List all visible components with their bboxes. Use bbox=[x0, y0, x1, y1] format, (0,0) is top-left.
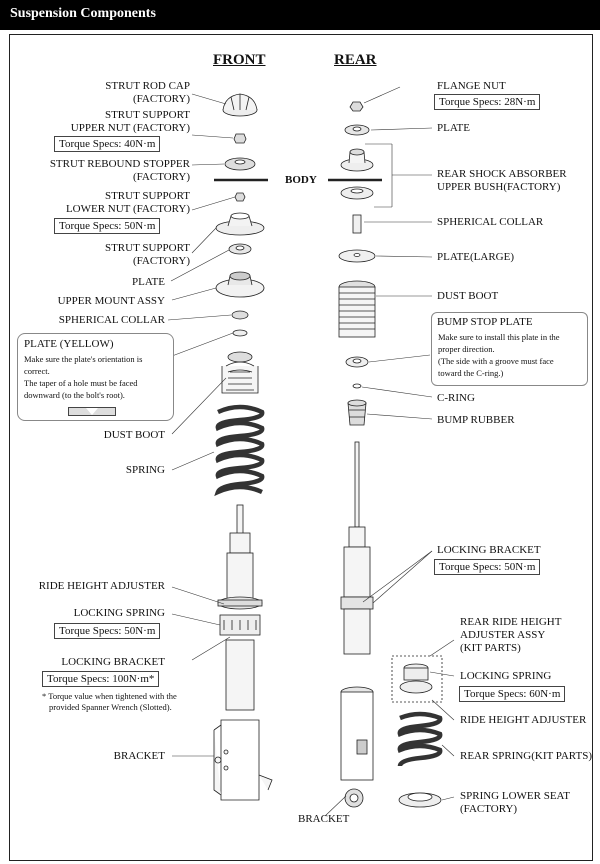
front-spherical-collar-label: SPHERICAL COLLAR bbox=[58, 314, 165, 326]
front-lower-nut-torque: Torque Specs: 50N·m bbox=[54, 218, 161, 234]
front-locking-spring-label: LOCKING SPRING bbox=[73, 607, 165, 619]
front-lower-nut-part bbox=[234, 192, 246, 202]
front-spring-part bbox=[214, 404, 265, 497]
front-upper-nut-part bbox=[233, 133, 247, 144]
rear-spherical-collar-label: SPHERICAL COLLAR bbox=[437, 216, 544, 228]
rear-locking-spring-torque: Torque Specs: 60N·m bbox=[459, 686, 566, 702]
front-rebound-stopper-label: STRUT REBOUND STOPPER(FACTORY) bbox=[49, 158, 190, 183]
rear-locking-bracket-torque: Torque Specs: 50N·m bbox=[434, 559, 541, 575]
front-dust-boot-part bbox=[221, 351, 259, 394]
leader-lines bbox=[167, 86, 455, 817]
rear-flange-nut-label: FLANGE NUT bbox=[437, 80, 506, 92]
rear-bump-rubber-label: BUMP RUBBER bbox=[437, 414, 515, 426]
rear-locking-bracket-label: LOCKING BRACKET bbox=[437, 544, 541, 556]
body-label: BODY bbox=[285, 174, 317, 186]
plate-orientation-icon bbox=[68, 407, 116, 416]
rear-bump-stop-note-title: BUMP STOP PLATE bbox=[437, 316, 533, 328]
rear-c-ring-part bbox=[352, 383, 362, 389]
rear-shock-body-part bbox=[340, 441, 374, 808]
rear-dust-boot-part bbox=[338, 280, 376, 338]
rear-locking-spring-label: LOCKING SPRING bbox=[460, 670, 552, 682]
page-title: Suspension Components bbox=[10, 6, 156, 21]
rear-upper-bush-part bbox=[340, 148, 374, 200]
front-strut-support-part bbox=[215, 212, 265, 236]
front-plate-note-title: PLATE (YELLOW) bbox=[24, 338, 114, 350]
rear-bump-stop-note-body: Make sure to install this plate in the p… bbox=[438, 332, 560, 378]
front-strut-rod-cap-part bbox=[222, 93, 258, 117]
front-upper-nut-torque: Torque Specs: 40N·m bbox=[54, 136, 161, 152]
rear-flange-nut-part bbox=[349, 101, 364, 112]
front-plate-note-body: Make sure the plate's orientation is cor… bbox=[24, 354, 143, 400]
rear-spring-label: REAR SPRING(KIT PARTS) bbox=[460, 750, 592, 762]
rear-bracket-label: BRACKET bbox=[298, 813, 350, 825]
rear-spring-lower-seat-part bbox=[398, 792, 442, 808]
front-locking-bracket-label: LOCKING BRACKET bbox=[61, 656, 165, 668]
front-spherical-collar-part bbox=[231, 310, 249, 320]
front-ride-height-adjuster-label: RIDE HEIGHT ADJUSTER bbox=[38, 580, 165, 592]
front-plate-yellow-part bbox=[232, 329, 248, 337]
rear-plate-label: PLATE bbox=[437, 122, 470, 134]
rear-adjuster-assy-outline bbox=[391, 655, 443, 703]
rear-bump-stop-plate-part bbox=[345, 356, 369, 368]
rear-bump-stop-note: BUMP STOP PLATE Make sure to install thi… bbox=[431, 312, 588, 386]
front-upper-mount-part bbox=[215, 271, 265, 298]
front-bracket-label: BRACKET bbox=[113, 750, 165, 762]
front-plate-label: PLATE bbox=[132, 276, 165, 288]
header-bar: Suspension Components bbox=[0, 0, 600, 30]
front-upper-mount-label: UPPER MOUNT ASSY bbox=[57, 295, 165, 307]
rear-bump-rubber-part bbox=[347, 399, 367, 426]
rear-plate-part bbox=[344, 124, 370, 136]
front-locking-spring-torque: Torque Specs: 50N·m bbox=[54, 623, 161, 639]
front-plate-yellow-note: PLATE (YELLOW) Make sure the plate's ori… bbox=[17, 333, 174, 421]
rear-flange-nut-torque: Torque Specs: 28N·m bbox=[434, 94, 541, 110]
rear-plate-large-part bbox=[338, 249, 376, 263]
rear-heading: REAR bbox=[334, 52, 377, 68]
rear-dust-boot-label: DUST BOOT bbox=[437, 290, 499, 302]
front-dust-boot-label: DUST BOOT bbox=[103, 429, 165, 441]
front-plate-part bbox=[228, 243, 252, 255]
rear-plate-large-label: PLATE(LARGE) bbox=[437, 251, 514, 263]
front-spring-label: SPRING bbox=[125, 464, 165, 476]
front-rebound-stopper-part bbox=[224, 157, 256, 171]
rear-spring-part bbox=[397, 711, 443, 767]
front-strut-support-label: STRUT SUPPORT(FACTORY) bbox=[104, 242, 190, 267]
front-heading: FRONT bbox=[213, 52, 266, 68]
front-strut-rod-cap-label: STRUT ROD CAP(FACTORY) bbox=[105, 80, 190, 105]
rear-ride-height-adjuster-label: RIDE HEIGHT ADJUSTER bbox=[460, 714, 587, 726]
rear-spherical-collar-part bbox=[352, 214, 362, 234]
diagram-frame bbox=[9, 34, 593, 861]
rear-c-ring-label: C-RING bbox=[437, 392, 475, 404]
front-shock-body-part bbox=[213, 504, 273, 801]
front-locking-bracket-torque: Torque Specs: 100N·m* bbox=[42, 671, 160, 687]
rear-spring-lower-seat-label: SPRING LOWER SEAT(FACTORY) bbox=[460, 790, 571, 815]
rear-locking-spring-part bbox=[399, 663, 433, 694]
